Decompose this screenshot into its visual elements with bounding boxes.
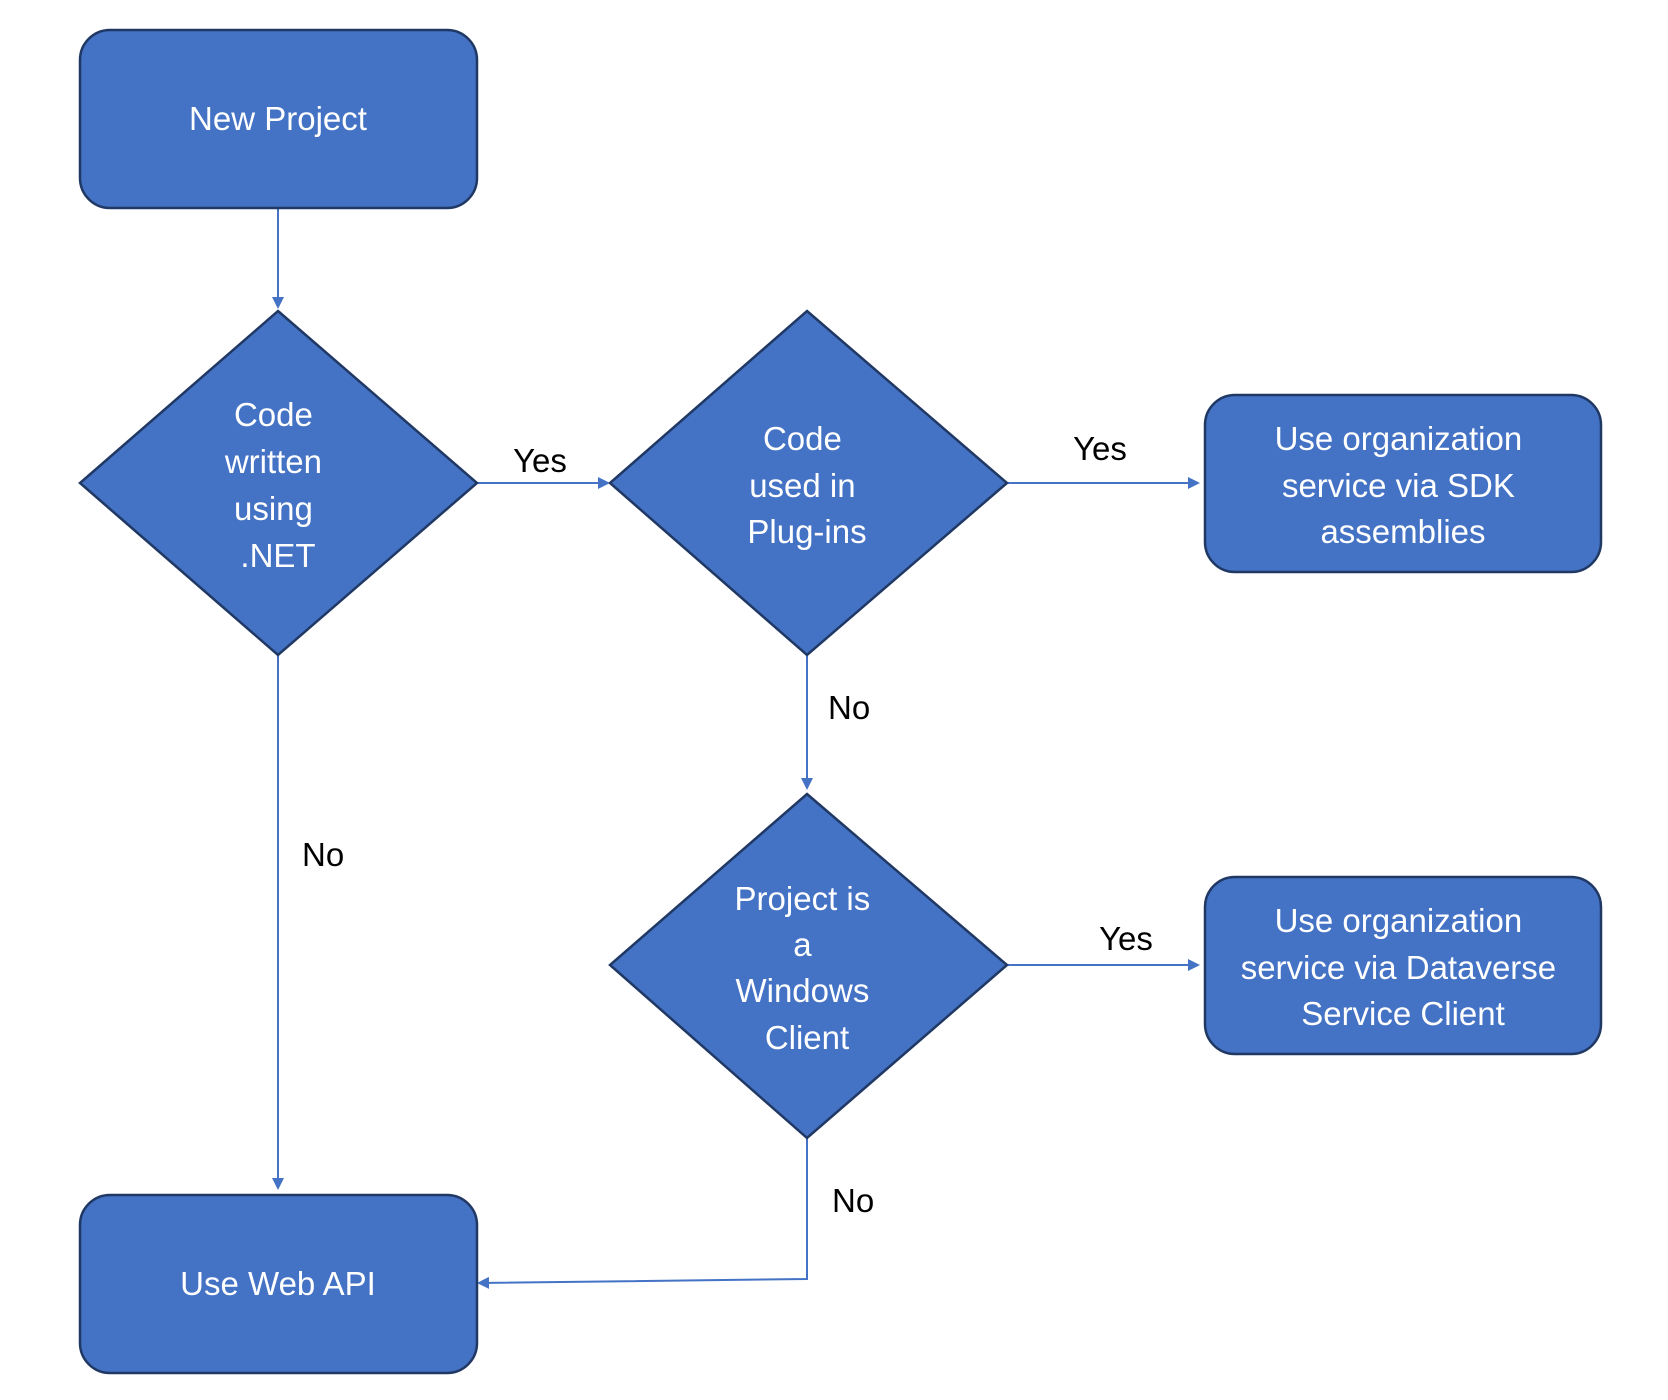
node-web-api-line: Use Web API — [180, 1265, 376, 1302]
svg-text:New Project: New Project — [189, 100, 367, 137]
svg-text:Project is a Windo: Project is a Windows Client — [735, 880, 880, 1056]
edge-label-plugins-yes: Yes — [1073, 430, 1127, 467]
svg-text:Code written using: Code written using .NET — [224, 396, 331, 574]
node-windows-client-line-4: Client — [765, 1019, 849, 1056]
edge-label-plugins-no: No — [828, 689, 870, 726]
edges: Yes No Yes No Yes No — [272, 208, 1200, 1289]
node-sdk-assemblies-line-1: Use organization — [1275, 420, 1523, 457]
edge-label-windows-no: No — [832, 1182, 874, 1219]
node-sdk-assemblies-line-2: service via SDK — [1282, 467, 1515, 504]
svg-text:Use organization service: Use organization service via Dataverse S… — [1241, 902, 1566, 1032]
node-sdk-assemblies: Use organization service via SDK assembl… — [1203, 393, 1603, 574]
node-new-project-line: New Project — [189, 100, 367, 137]
node-windows-client-line-2: a — [793, 926, 812, 963]
svg-text:Use Web API: Use Web API — [180, 1265, 376, 1302]
node-windows-client: Project is a Windows Client — [608, 792, 1009, 1140]
node-dataverse-client-line-3: Service Client — [1301, 995, 1505, 1032]
edge-windows-no — [477, 1138, 808, 1289]
node-dataverse-client-line-1: Use organization — [1275, 902, 1523, 939]
node-code-dotnet-line-4: .NET — [240, 537, 315, 574]
node-dataverse-client-line-2: service via Dataverse — [1241, 949, 1556, 986]
node-code-dotnet: Code written using .NET — [78, 309, 479, 657]
edge-label-dotnet-no: No — [302, 836, 344, 873]
node-web-api: Use Web API — [78, 1193, 479, 1375]
node-windows-client-line-3: Windows — [735, 972, 869, 1009]
edge-label-windows-yes: Yes — [1099, 920, 1153, 957]
node-code-plugins-line-2: used in — [749, 467, 855, 504]
node-code-plugins-line-1: Code — [763, 420, 842, 457]
node-code-plugins-line-3: Plug-ins — [747, 513, 866, 550]
node-windows-client-line-1: Project is — [735, 880, 871, 917]
svg-text:Code used in Plug-: Code used in Plug-ins — [747, 420, 866, 550]
node-code-dotnet-line-1: Code — [234, 396, 313, 433]
node-code-dotnet-line-2: written — [224, 443, 322, 480]
node-code-dotnet-line-3: using — [234, 490, 313, 527]
edge-label-dotnet-yes: Yes — [513, 442, 567, 479]
node-dataverse-client: Use organization service via Dataverse S… — [1203, 875, 1603, 1056]
node-sdk-assemblies-line-3: assemblies — [1320, 513, 1485, 550]
svg-text:Use organization service: Use organization service via SDK assembl… — [1275, 420, 1532, 550]
node-code-plugins: Code used in Plug-ins — [608, 309, 1009, 657]
node-new-project: New Project — [78, 28, 479, 210]
